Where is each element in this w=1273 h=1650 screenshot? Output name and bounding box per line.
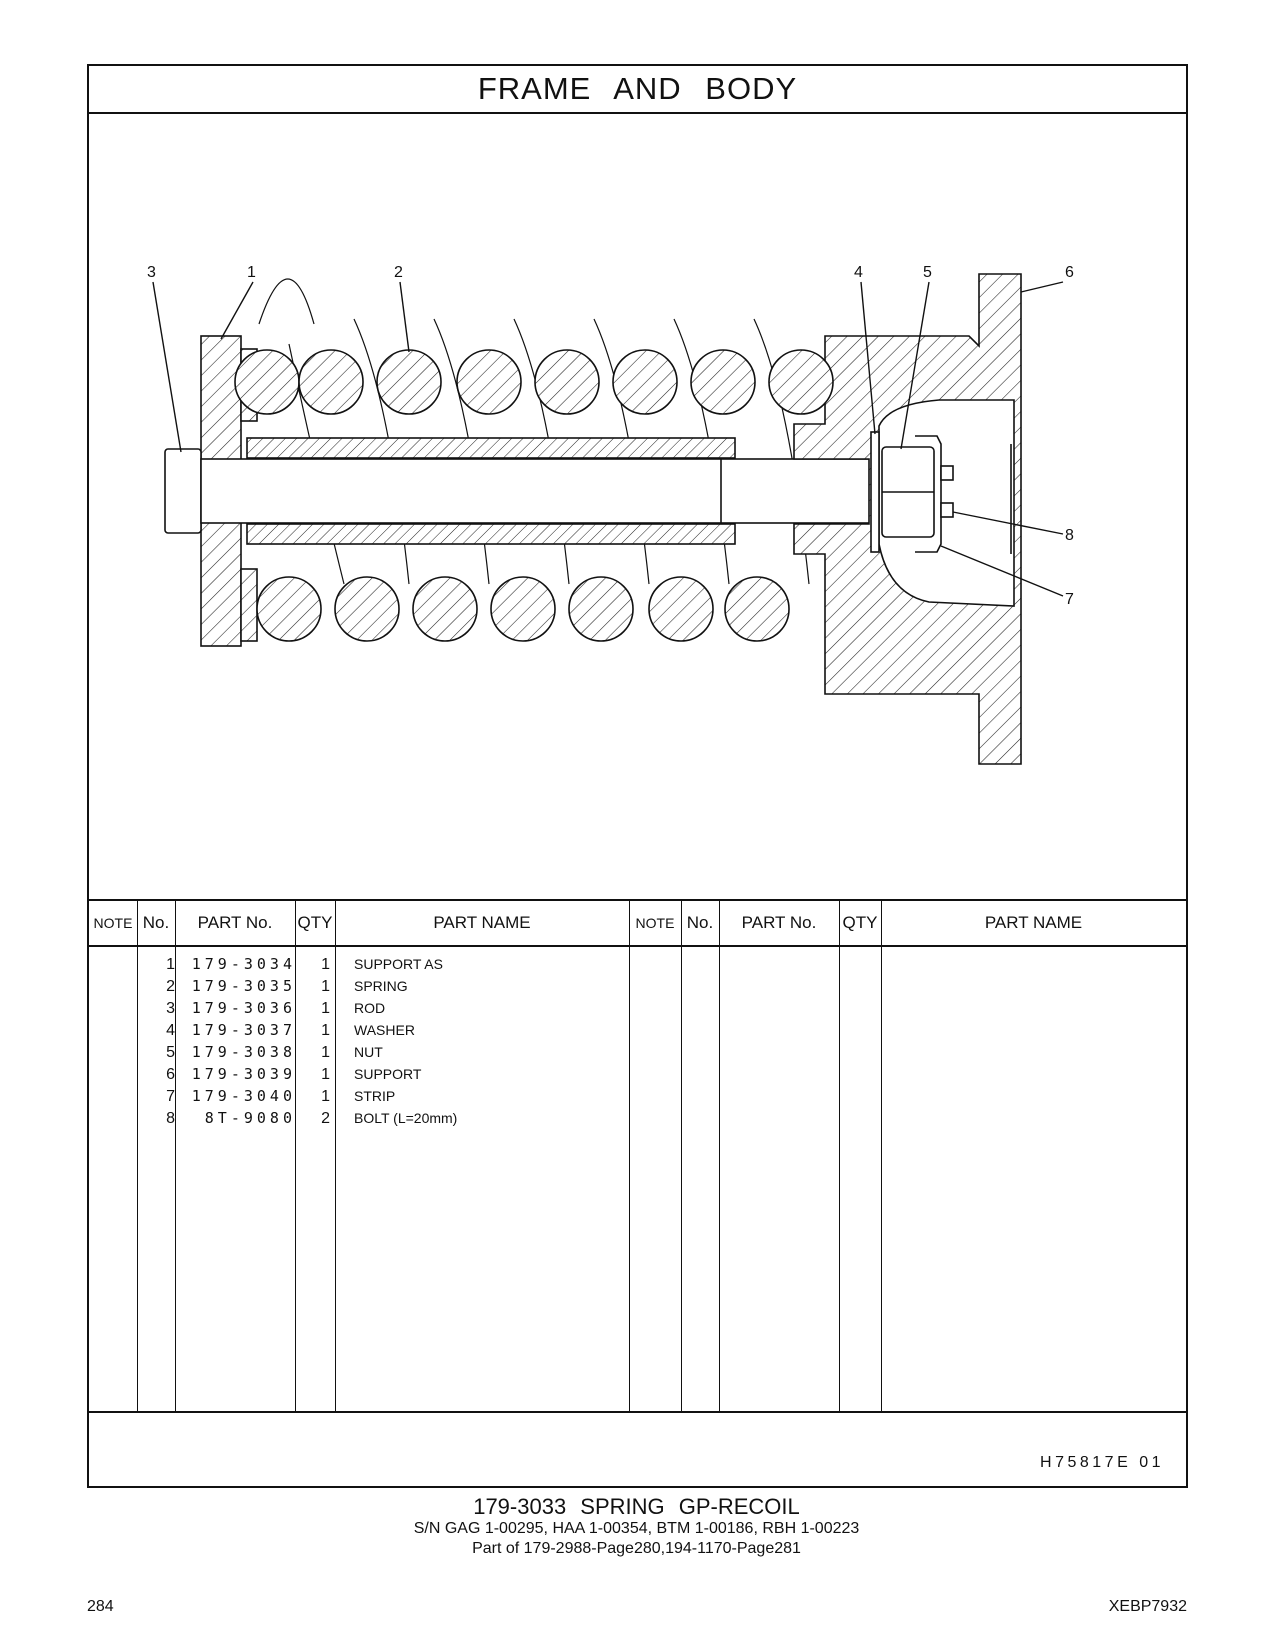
callout-8: 8 xyxy=(1065,527,1074,544)
part-number: 179-3035 xyxy=(191,977,296,995)
part-number: 179-3037 xyxy=(191,1021,296,1039)
callout-1: 1 xyxy=(247,264,256,281)
part-quantity: 1 xyxy=(321,1000,330,1017)
part-number-index: 6 xyxy=(166,1066,175,1083)
washer xyxy=(870,431,880,553)
col-header-part-no: PART No. xyxy=(197,913,273,932)
part-number: 179-3036 xyxy=(191,999,296,1017)
part-number: 179-3038 xyxy=(191,1043,296,1061)
recoil-spring-drawing: 3 1 2 4 5 6 8 7 xyxy=(147,264,1074,765)
col-header-part-name-2: PART NAME xyxy=(984,913,1083,932)
callout-7: 7 xyxy=(1065,591,1074,608)
col-header-note: NOTE xyxy=(93,915,133,931)
part-name: NUT xyxy=(354,1044,383,1060)
part-number-index: 2 xyxy=(166,978,175,995)
callout-2: 2 xyxy=(394,264,403,281)
bolt-lower xyxy=(940,502,954,518)
leader-lines xyxy=(152,281,1064,597)
callout-4: 4 xyxy=(854,264,863,281)
rod-head xyxy=(164,448,202,534)
col-header-no: No. xyxy=(142,913,170,932)
col-header-part-name: PART NAME xyxy=(433,913,531,932)
part-name: WASHER xyxy=(354,1022,415,1038)
exploded-drawing: 3 1 2 4 5 6 8 7 xyxy=(89,114,1186,901)
part-quantity: 1 xyxy=(321,1066,330,1083)
col-header-qty-2: QTY xyxy=(842,913,878,932)
caption-serials: S/N GAG 1-00295, HAA 1-00354, BTM 1-0018… xyxy=(413,1520,860,1537)
part-quantity: 1 xyxy=(321,956,330,973)
part-name: BOLT (L=20mm) xyxy=(354,1110,458,1126)
part-number-index: 8 xyxy=(166,1110,175,1127)
spacer-tube-bottom xyxy=(246,523,736,545)
spacer-tube-top xyxy=(246,437,736,459)
part-number-index: 5 xyxy=(166,1044,175,1061)
part-quantity: 1 xyxy=(321,1022,330,1039)
section-title-bar: FRAME AND BODY xyxy=(89,66,1186,114)
drawing-id: H75817E 01 xyxy=(1040,1454,1164,1471)
col-header-note-2: NOTE xyxy=(635,915,675,931)
callout-5: 5 xyxy=(923,264,932,281)
part-number-index: 3 xyxy=(166,1000,175,1017)
parts-page-frame: FRAME AND BODY xyxy=(87,64,1188,1488)
caption-part-of: Part of 179-2988-Page280,194-1170-Page28… xyxy=(472,1540,801,1557)
part-quantity: 2 xyxy=(321,1110,330,1127)
callout-6: 6 xyxy=(1065,264,1074,281)
support-as-step-bottom xyxy=(240,568,258,642)
page-number: 284 xyxy=(87,1598,114,1615)
parts-table-header: NOTE No. PART No. QTY PART NAME NOTE No.… xyxy=(89,899,1186,947)
section-title: FRAME AND BODY xyxy=(477,71,798,106)
col-header-part-no-2: PART No. xyxy=(741,913,817,932)
part-number-index: 7 xyxy=(166,1088,175,1105)
part-quantity: 1 xyxy=(321,1044,330,1061)
bolt-upper xyxy=(940,465,954,481)
part-name: SUPPORT xyxy=(354,1066,422,1082)
part-quantity: 1 xyxy=(321,978,330,995)
part-number: 179-3034 xyxy=(191,955,296,973)
part-number: 179-3039 xyxy=(191,1065,296,1083)
caption-title: 179-3033 SPRING GP-RECOIL xyxy=(473,1494,800,1519)
col-header-no-2: No. xyxy=(686,913,714,932)
spring-coil-sections xyxy=(234,349,834,642)
part-quantity: 1 xyxy=(321,1088,330,1105)
document-code: XEBP7932 xyxy=(1108,1598,1187,1615)
drawing-footer: H75817E 01 xyxy=(89,1411,1186,1486)
part-number-index: 4 xyxy=(166,1022,175,1039)
part-name: ROD xyxy=(354,1000,386,1016)
callout-3: 3 xyxy=(147,264,156,281)
part-number: 179-3040 xyxy=(191,1087,296,1105)
rod xyxy=(200,458,922,524)
part-number-index: 1 xyxy=(166,956,175,973)
part-name: SUPPORT AS xyxy=(354,956,443,972)
part-number: 8T-9080 xyxy=(204,1109,296,1127)
col-header-qty: QTY xyxy=(297,913,333,932)
part-name: STRIP xyxy=(354,1088,396,1104)
part-name: SPRING xyxy=(354,978,408,994)
